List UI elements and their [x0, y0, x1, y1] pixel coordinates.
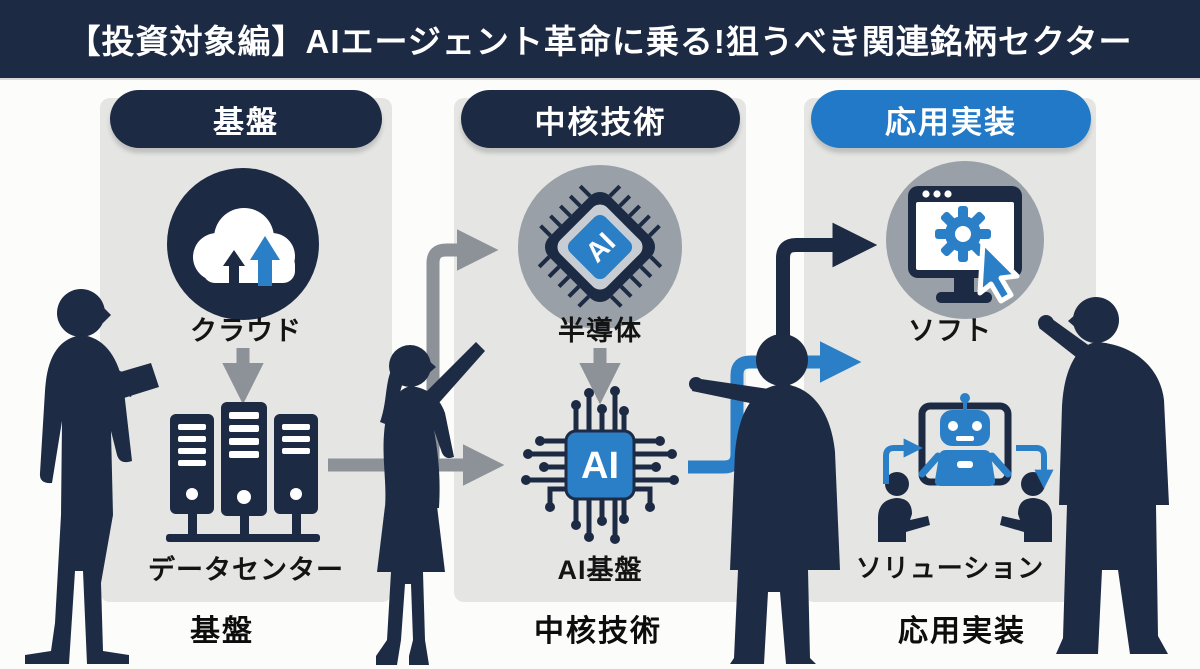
semiconductor-label: 半導体	[558, 316, 642, 346]
footer-foundation: 基盤	[190, 615, 254, 648]
header-core-tech-label: 中核技術	[534, 104, 667, 140]
datacenter-servers-icon	[166, 402, 320, 542]
businessman-gesturing-figure	[1038, 297, 1169, 654]
robot-solution-icon	[878, 393, 1054, 542]
title-bar: 【投資対象編】AIエージェント革命に乗る!狙うべき関連銘柄セクター	[0, 0, 1200, 80]
cloud-label: クラウド	[190, 316, 302, 346]
businessman-with-tablet-figure	[25, 289, 159, 664]
datacenter-label: データセンター	[148, 555, 344, 585]
robot-icon	[918, 393, 1012, 486]
gear-icon	[935, 206, 991, 262]
arrow-datacenter-to-semiconductor	[426, 229, 499, 465]
arrow-ai-platform-to-software	[776, 222, 878, 412]
cloud-upload-icon	[167, 168, 319, 320]
circuit-ai-text: AI	[581, 445, 619, 487]
footer-application: 応用実装	[898, 615, 1026, 648]
arrow-ai-platform-to-applications	[688, 341, 862, 474]
ai-circuit-board-icon: AI	[521, 386, 679, 544]
header-application-label: 応用実装	[885, 104, 1017, 140]
software-monitor-gear-icon	[886, 161, 1044, 319]
footer-core-tech: 中核技術	[534, 615, 662, 648]
loop-arrow-right	[1016, 445, 1054, 489]
person-left-icon	[878, 472, 930, 542]
ai-platform-label: AI基盤	[557, 555, 643, 585]
header-foundation: 基盤	[110, 90, 382, 148]
loop-arrow-left	[883, 438, 923, 484]
businessman-pointing-figure	[689, 334, 840, 664]
software-label: ソフト	[908, 316, 992, 346]
solution-label: ソリューション	[855, 553, 1045, 583]
header-application: 応用実装	[811, 90, 1091, 148]
header-foundation-label: 基盤	[213, 104, 279, 140]
cursor-icon	[977, 239, 1020, 304]
businesswoman-pointing-figure	[376, 342, 485, 665]
ai-chip-icon: AI	[518, 165, 682, 329]
header-core-tech: 中核技術	[461, 90, 740, 148]
page-title: 【投資対象編】AIエージェント革命に乗る!狙うべき関連銘柄セクター	[67, 23, 1133, 60]
